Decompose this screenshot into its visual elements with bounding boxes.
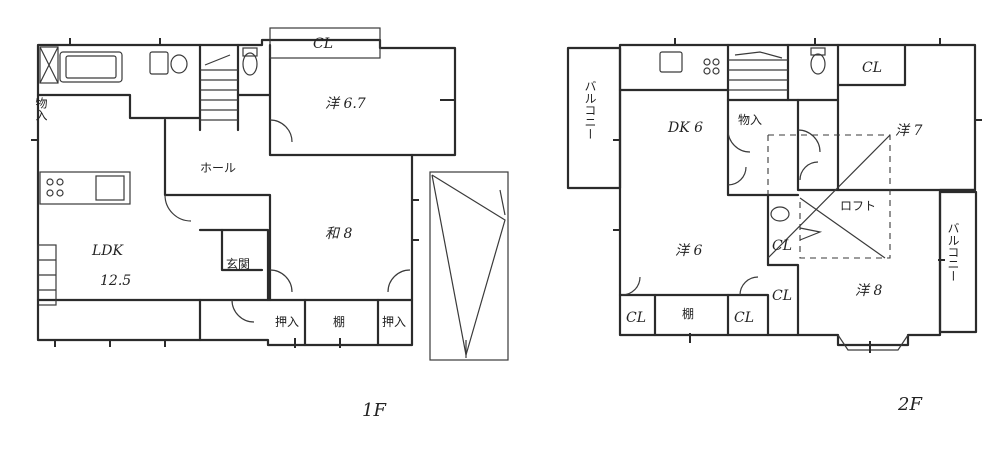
floor2-closet-mid2-label: CL bbox=[772, 288, 792, 304]
floor1-western-room-label: 洋 6.7 bbox=[325, 96, 366, 112]
floor2-closet-top-label: CL bbox=[862, 60, 882, 76]
floor2-western-8-label: 洋 8 bbox=[855, 283, 882, 299]
floor2-storage-label: 物入 bbox=[738, 113, 762, 127]
floor2-title: 2F bbox=[897, 394, 923, 415]
floor2-closet-bottom-left-label: CL bbox=[626, 310, 646, 326]
floor1-shelf-label: 棚 bbox=[333, 314, 345, 329]
floor2-western-6-label: 洋 6 bbox=[675, 243, 702, 259]
floor-1-plan bbox=[31, 27, 509, 361]
floor2-closet-mid-label: CL bbox=[772, 238, 792, 254]
floor2-closet-bottom-mid-label: CL bbox=[734, 310, 754, 326]
floor1-title: 1F bbox=[362, 400, 387, 421]
floor1-closet-top-label: CL bbox=[313, 36, 333, 52]
floor1-oshiire-left-label: 押入 bbox=[275, 315, 299, 329]
floor-2-plan bbox=[566, 38, 982, 353]
floor1-hall-label: ホール bbox=[200, 161, 236, 175]
floor1-storage-label: 物入 bbox=[34, 97, 48, 121]
floor2-balcony-right-label: バルコニー bbox=[946, 222, 960, 282]
floor2-western-7-label: 洋 7 bbox=[895, 123, 922, 139]
floor1-japanese-room-label: 和 8 bbox=[325, 226, 352, 242]
floor1-ldk-label: LDK bbox=[91, 243, 125, 259]
floor2-shelf-label: 棚 bbox=[682, 306, 694, 321]
floor1-oshiire-right-label: 押入 bbox=[382, 315, 406, 329]
floor2-loft-label: ロフト bbox=[840, 199, 876, 213]
floor1-ldk-size-label: 12.5 bbox=[100, 273, 131, 289]
floor2-dk-label: DK 6 bbox=[667, 120, 703, 136]
floor2-balcony-left-label: バルコニー bbox=[583, 80, 597, 140]
floor1-entrance-label: 玄関 bbox=[226, 256, 250, 271]
